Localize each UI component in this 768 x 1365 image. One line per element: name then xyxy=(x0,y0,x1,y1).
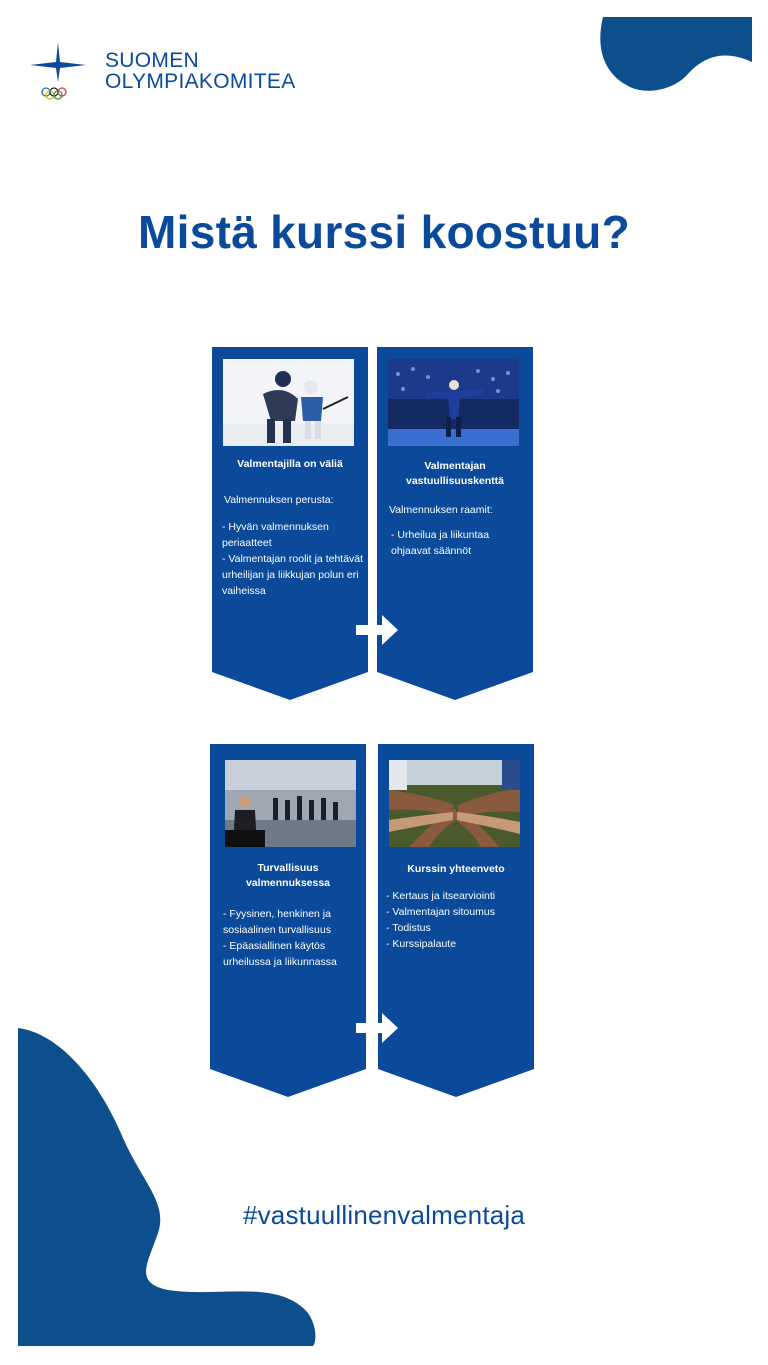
list-item: - Fyysinen, henkinen ja sosiaalinen turv… xyxy=(223,908,331,936)
card-list: - Hyvän valmennuksen periaatteet - Valme… xyxy=(222,519,364,599)
referee-arena-photo xyxy=(388,359,519,446)
list-item: - Urheilua ja liikuntaa ohjaavat säännöt xyxy=(391,529,490,557)
card-list: - Urheilua ja liikuntaa ohjaavat säännöt xyxy=(391,527,529,559)
organization-name: SUOMEN OLYMPIAKOMITEA xyxy=(105,50,296,92)
list-item: - Hyvän valmennuksen periaatteet xyxy=(222,521,329,549)
arrow-right-icon xyxy=(356,615,398,645)
logo-line-2: OLYMPIAKOMITEA xyxy=(105,70,296,93)
list-item: - Todistus xyxy=(386,922,431,934)
card-heading: Valmentajilla on väliä xyxy=(237,458,343,470)
card-heading: Valmentajan vastuullisuuskenttä xyxy=(405,460,505,487)
group-exercise-photo xyxy=(225,760,356,847)
list-item: - Valmentajan sitoumus xyxy=(386,906,495,918)
card-intro: Valmennuksen perusta: xyxy=(224,494,334,506)
olympic-committee-logo xyxy=(30,42,86,100)
list-item: - Kertaus ja itsearviointi xyxy=(386,890,496,902)
card-heading: Turvallisuus valmennuksessa xyxy=(245,862,331,889)
decorative-blob-bottom xyxy=(18,1028,316,1346)
decorative-blob-top xyxy=(600,17,752,91)
card-list: - Fyysinen, henkinen ja sosiaalinen turv… xyxy=(223,906,362,970)
page-title: Mistä kurssi koostuu? xyxy=(138,206,630,258)
coach-hockey-photo xyxy=(223,359,354,446)
course-card-4: Kurssin yhteenveto - Kertaus ja itsearvi… xyxy=(378,744,534,1098)
course-card-2: Valmentajan vastuullisuuskenttä Valmennu… xyxy=(377,347,533,701)
card-intro: Valmennuksen raamit: xyxy=(389,504,493,516)
card-list: - Kertaus ja itsearviointi - Valmentajan… xyxy=(386,888,530,952)
card-heading: Kurssin yhteenveto xyxy=(407,863,505,875)
course-card-3: Turvallisuus valmennuksessa - Fyysinen, … xyxy=(210,744,366,1098)
logo-line-1: SUOMEN xyxy=(105,49,199,72)
list-item: - Valmentajan roolit ja tehtävät urheili… xyxy=(222,553,364,597)
hashtag: #vastuullinenvalmentaja xyxy=(242,1200,526,1230)
team-hands-photo xyxy=(389,760,520,847)
list-item: - Kurssipalaute xyxy=(386,938,457,950)
course-card-1: Valmentajilla on väliä Valmennuksen peru… xyxy=(212,347,368,701)
list-item: - Epäasiallinen käytös urheilussa ja lii… xyxy=(223,940,337,968)
arrow-right-icon xyxy=(356,1013,398,1043)
